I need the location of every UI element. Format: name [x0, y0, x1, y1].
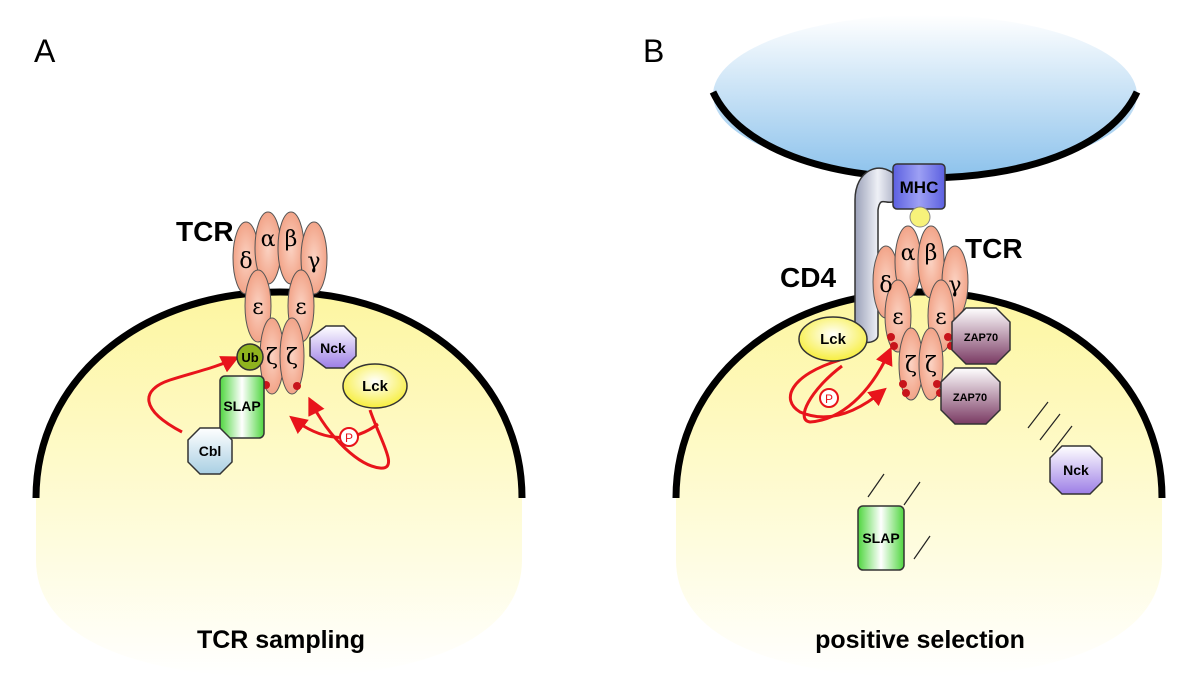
panel-b-phospho-dot-2 — [890, 342, 898, 350]
panel-b-slap-label: SLAP — [862, 530, 899, 546]
panel-b-phospho-label: P — [825, 392, 833, 406]
panel-b-zeta-2-label: ζ — [925, 353, 937, 378]
panel-a-letter: A — [34, 33, 56, 69]
panel-a-ub — [236, 343, 264, 371]
panel-b-slap — [857, 505, 905, 571]
panel-a-alpha-label: α — [261, 227, 276, 252]
panel-b-arrow-2 — [802, 346, 893, 424]
panel-a-nck-label: Nck — [320, 340, 346, 356]
panel-a-ub-label: Ub — [241, 350, 258, 365]
panel-b-zap70-2-label: ZAP70 — [953, 392, 987, 404]
panel-a-cell-membrane — [32, 288, 526, 499]
panel-b-peptide — [909, 206, 931, 228]
panel-b-caption: positive selection — [815, 626, 1025, 654]
panel-b-phospho-dot-6 — [902, 389, 910, 397]
panel-a-delta-label: δ — [239, 249, 252, 274]
panel-a-nck — [309, 325, 357, 369]
panel-b-delta-label: δ — [879, 273, 892, 298]
panel-b-phospho-dot-1 — [887, 333, 895, 341]
panel-a-arrow-cbl-ub — [147, 356, 240, 434]
panel-b-zap70-1 — [951, 307, 1011, 365]
panel-b-epsilon-2-label: ε — [935, 305, 946, 330]
panel-a-epsilon-1-label: ε — [252, 295, 263, 320]
panel-b-zap70-1-label: ZAP70 — [964, 332, 998, 344]
panel-b: B CD4 MHC P δ α β — [643, 15, 1166, 677]
panel-b-tcr: δ α β γ ε ε ζ ζ — [872, 225, 969, 401]
panel-b-alpha-label: α — [901, 241, 916, 266]
panel-b-nck-motion-line-3 — [1051, 425, 1073, 453]
panel-a-zeta-1-label: ζ — [266, 345, 278, 370]
panel-b-slap-motion-line-2 — [903, 481, 921, 506]
panel-b-zap70-2 — [940, 367, 1001, 425]
panel-a-lck-label: Lck — [362, 378, 389, 395]
panel-b-mhc-label: MHC — [900, 178, 939, 197]
panel-a-cbl — [187, 427, 233, 475]
panel-b-tcr-label: TCR — [965, 233, 1023, 264]
panel-a-slap-label: SLAP — [223, 398, 260, 414]
panel-b-cell-membrane — [672, 288, 1166, 499]
panel-b-nck-label: Nck — [1063, 462, 1089, 478]
panel-a-cbl-label: Cbl — [199, 443, 222, 459]
panel-a-phospho-label: P — [345, 431, 353, 445]
panel-a-tcr: δ α β γ ε ε ζ ζ — [232, 211, 328, 395]
panel-b-phospho-dot-7 — [933, 380, 941, 388]
panel-b-lck — [798, 316, 868, 362]
panel-b-epsilon-1-label: ε — [892, 305, 903, 330]
panel-b-letter: B — [643, 33, 664, 69]
panel-b-nck — [1049, 445, 1103, 495]
panel-b-gamma-label: γ — [948, 273, 961, 298]
panel-b-phospho-dot-3 — [944, 333, 952, 341]
panel-a-phospho-circle — [339, 427, 359, 447]
panel-a-arrow-lck-2 — [289, 415, 379, 439]
panel-a-beta-label: β — [285, 227, 298, 252]
panel-b-cd4-label: CD4 — [780, 262, 836, 293]
panel-a-lck — [342, 363, 408, 409]
panel-a-zeta-2-label: ζ — [286, 345, 298, 370]
panel-b-phospho-circle — [819, 388, 839, 408]
panel-a-chain-zeta-2 — [279, 317, 305, 395]
panel-b-slap-motion-line-1 — [867, 473, 885, 498]
panel-b-arrow-1 — [789, 358, 887, 419]
panel-b-beta-label: β — [925, 241, 938, 266]
panel-a-epsilon-2-label: ε — [295, 295, 306, 320]
panel-b-slap-motion-line-3 — [913, 535, 931, 560]
panel-a-tcr-label: TCR — [176, 216, 234, 247]
panel-b-lck-label: Lck — [820, 331, 847, 348]
panel-a: A P δ α β γ ε ε ζ ζ — [32, 33, 526, 677]
panel-a-slap — [219, 375, 265, 439]
panel-b-cell — [676, 292, 1162, 677]
panel-a-phospho-dot-2 — [293, 382, 301, 390]
panel-b-zeta-1-label: ζ — [905, 353, 917, 378]
panel-a-chain-epsilon-1 — [244, 269, 272, 343]
panel-a-gamma-label: γ — [307, 249, 320, 274]
panel-a-arrow-lck-1 — [308, 396, 391, 470]
panel-b-nck-motion-line-2 — [1039, 413, 1061, 441]
panel-a-caption: TCR sampling — [197, 626, 365, 654]
panel-b-phospho-dot-5 — [899, 380, 907, 388]
panel-b-apc — [713, 15, 1137, 175]
panel-b-nck-motion-line-1 — [1027, 401, 1049, 429]
